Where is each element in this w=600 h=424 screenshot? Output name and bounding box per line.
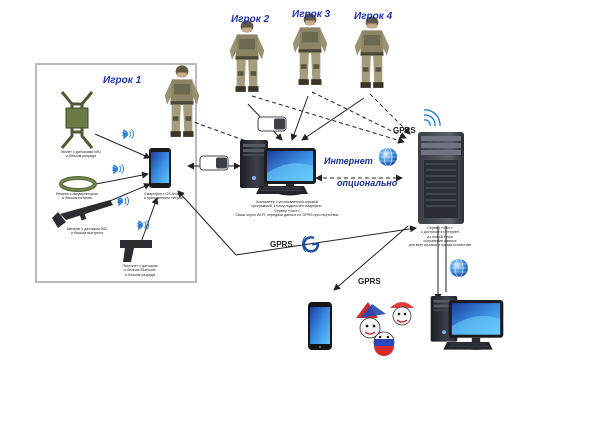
server-image <box>418 132 464 224</box>
player1-smartphone <box>149 148 171 188</box>
player1-title: Игрок 1 <box>103 75 142 86</box>
pistol-image <box>120 240 152 262</box>
player4-soldier <box>354 16 390 88</box>
internet-label: Интернет <box>324 156 373 166</box>
wifi-label-pc: Wi Fi <box>259 120 274 126</box>
pc-keyboard <box>255 185 309 195</box>
player3-title: Игрок 3 <box>292 9 331 20</box>
gprs-label-lower: GPRS <box>358 277 381 286</box>
globe-icon <box>449 258 469 278</box>
pistol-caption: Пистолет с датчиком и блоком Bluetooth и… <box>122 264 158 277</box>
gprs-label-bottom: GPRS <box>270 240 293 249</box>
player2-soldier <box>229 20 265 92</box>
smartphone-caption: Смартфон с OS Android и приложением «Игр… <box>143 192 185 201</box>
client-pc-keyboard <box>442 341 494 350</box>
gprs-g-icon <box>302 235 320 253</box>
optional-label: опционально <box>337 178 398 188</box>
belt-caption: Ремень с аккумулятором и блоком питания <box>56 192 98 201</box>
internet-globe-icon <box>378 147 398 167</box>
player3-soldier <box>292 13 328 85</box>
internet-links <box>187 91 411 147</box>
vest-caption: Жилет с датчиками IMU и блоком разряда <box>61 150 101 159</box>
bottom-smartphone <box>308 302 332 350</box>
rifle-image <box>52 200 113 228</box>
player2-title: Игрок 2 <box>231 14 270 25</box>
rifle-caption: Автомат с датчиком IMU и блоком выстрела <box>66 227 108 236</box>
server-signal-icon <box>423 109 441 127</box>
pc-tower <box>240 140 268 188</box>
belt-image <box>59 176 97 192</box>
gprs-label-server: GPRS <box>393 126 416 135</box>
server-caption: Сервер «Хост» с доступом в Интернет из л… <box>408 226 472 248</box>
pc-caption: Компьютер с установленной игровой програ… <box>235 200 339 217</box>
vest-image <box>60 91 94 149</box>
player4-title: Игрок 4 <box>354 11 393 22</box>
wifi-label-phone: Wi Fi <box>201 159 216 165</box>
connection-lines <box>94 95 447 301</box>
mascots-image <box>348 300 428 358</box>
